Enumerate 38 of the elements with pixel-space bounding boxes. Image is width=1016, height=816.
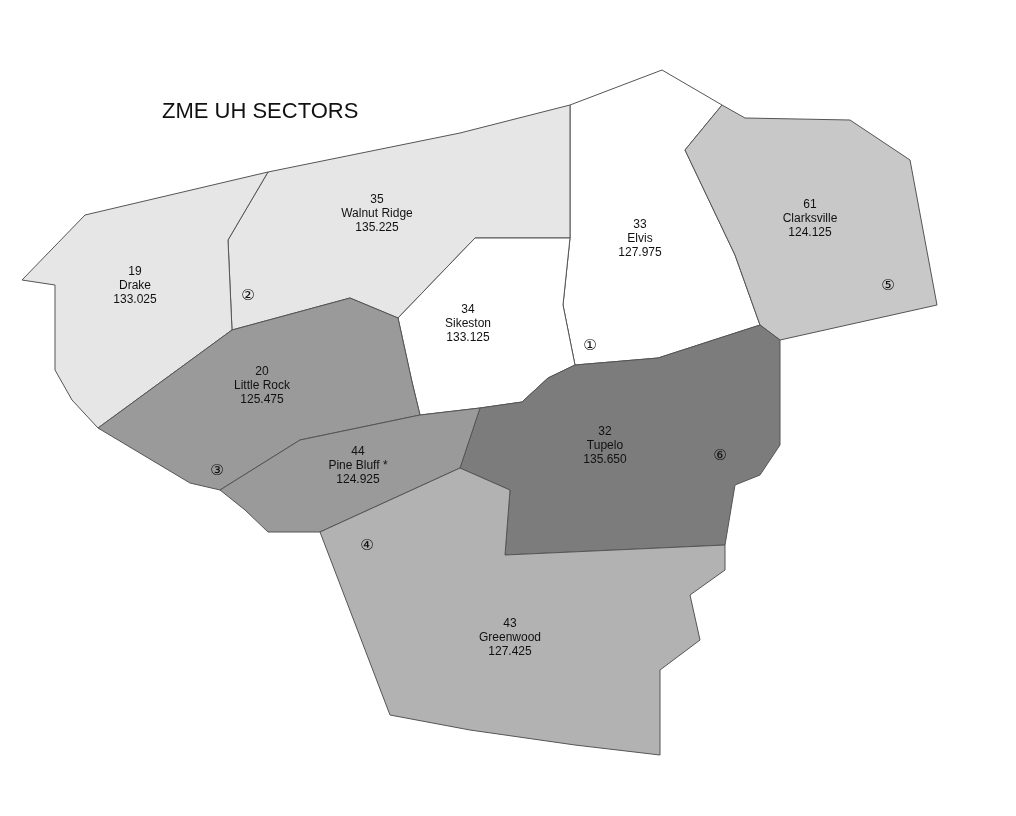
sector-number: 32: [597, 424, 613, 438]
map-sector: [320, 468, 725, 755]
sector-number: 35: [369, 192, 385, 206]
sector-name: Clarksville: [782, 211, 838, 225]
callout-number: ④: [360, 537, 374, 553]
callout-number: ①: [583, 337, 597, 353]
frequency-label: 135.650: [583, 452, 627, 466]
sector-name: Little Rock: [234, 378, 290, 392]
frequency-label: 127.975: [618, 245, 662, 259]
frequency-label: 133.025: [113, 292, 157, 306]
sector-number: 33: [632, 217, 648, 231]
map-sector: [563, 70, 760, 365]
sector-number: 20: [254, 364, 270, 378]
frequency-label: 125.475: [239, 392, 285, 406]
callout-number: ⑥: [713, 447, 727, 463]
sector-name: Sikeston: [445, 316, 491, 330]
sector-name: Elvis: [626, 231, 654, 245]
sector-name: Tupelo: [585, 438, 625, 452]
frequency-label: 124.925: [335, 472, 381, 486]
frequency-label: 127.425: [487, 644, 533, 658]
sector-name: Walnut Ridge: [341, 206, 413, 220]
sector-number: 19: [127, 264, 143, 278]
sector-number: 34: [460, 302, 476, 316]
map-title: ZME UH SECTORS: [162, 98, 359, 124]
sector-name: Drake: [118, 278, 152, 292]
sector-name: Pine Bluff *: [328, 458, 388, 472]
callout-number: ②: [241, 287, 255, 303]
sector-number: 43: [502, 616, 518, 630]
sector-number: 44: [350, 444, 366, 458]
map-sector: [398, 238, 575, 415]
frequency-label: 124.125: [787, 225, 833, 239]
map-sector: [685, 105, 937, 340]
callout-number: ⑤: [881, 277, 895, 293]
frequency-label: 133.125: [445, 330, 491, 344]
frequency-label: 135.225: [354, 220, 400, 234]
callout-number: ③: [210, 462, 224, 478]
sector-name: Greenwood: [479, 630, 541, 644]
sector-number: 61: [802, 197, 818, 211]
